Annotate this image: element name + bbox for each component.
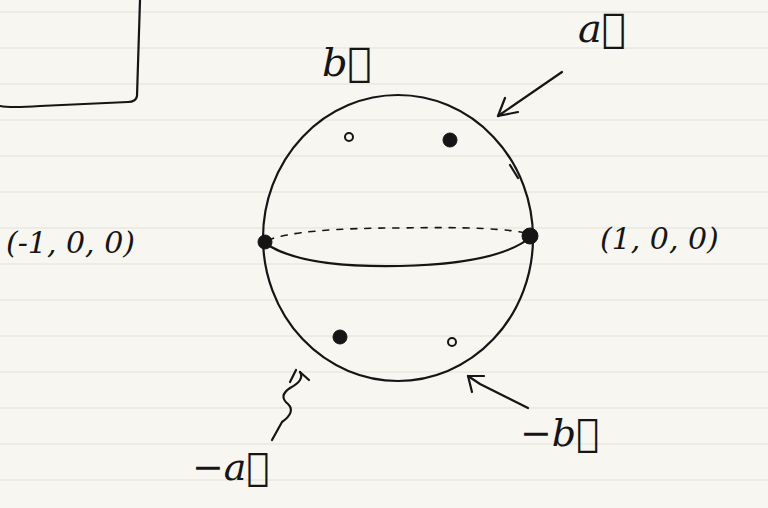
point-coordinate: (-1, 0, 0) [6,228,135,258]
vector-label: b⃗ [322,42,372,82]
vector-label: a⃗ [578,8,626,48]
vector-label: −a⃗ [192,448,269,486]
vector-label: −b⃗ [520,414,599,452]
point-coordinate: (1, 0, 0) [600,224,719,254]
